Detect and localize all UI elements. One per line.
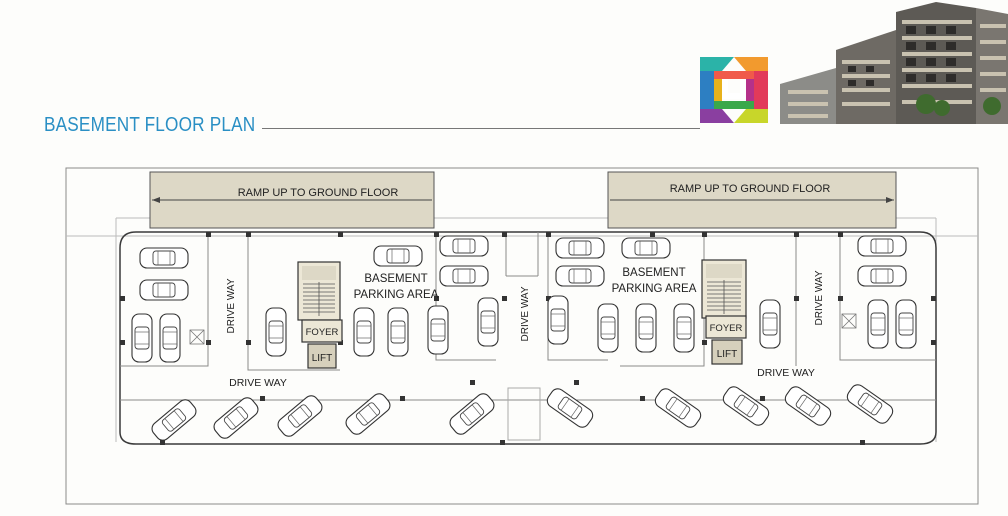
drive-way-label-2: DRIVE WAY xyxy=(520,286,531,341)
car-icon xyxy=(159,313,181,363)
car-icon xyxy=(449,393,495,435)
foyer-label-right: FOYER xyxy=(710,323,743,334)
core-left: FOYER LIFT xyxy=(297,261,343,369)
parking-area-right-line1: BASEMENT xyxy=(622,267,685,279)
lift-label-left: LIFT xyxy=(312,353,333,364)
car-icon xyxy=(387,307,409,357)
car-icon xyxy=(759,299,781,349)
drive-way-label-3: DRIVE WAY xyxy=(814,270,825,325)
car-icon xyxy=(784,386,832,426)
car-icon xyxy=(857,265,907,287)
car-icon xyxy=(131,313,153,363)
building-image xyxy=(776,0,1008,124)
parking-area-right-line2: PARKING AREA xyxy=(612,283,697,295)
car-icon xyxy=(427,305,449,355)
foyer-label-left: FOYER xyxy=(306,327,339,338)
car-icon xyxy=(139,279,189,301)
ramp-right-label: RAMP UP TO GROUND FLOOR xyxy=(670,183,831,195)
car-icon xyxy=(546,388,594,428)
car-icon xyxy=(265,307,287,357)
ramp-left-label: RAMP UP TO GROUND FLOOR xyxy=(238,187,399,199)
car-icon xyxy=(345,393,391,435)
car-icon xyxy=(673,303,695,353)
parking-area-left-line1: BASEMENT xyxy=(364,273,427,285)
car-icon xyxy=(139,247,189,269)
car-icon xyxy=(895,299,917,349)
car-icon xyxy=(439,265,489,287)
car-icon xyxy=(654,388,702,428)
car-icon xyxy=(635,303,657,353)
car-icon xyxy=(867,299,889,349)
car-icon xyxy=(439,235,489,257)
cars-layer xyxy=(131,235,917,441)
car-icon xyxy=(846,384,894,424)
car-icon xyxy=(621,237,671,259)
car-icon xyxy=(477,297,499,347)
car-icon xyxy=(277,395,323,437)
car-icon xyxy=(547,295,569,345)
car-icon xyxy=(373,245,423,267)
lift-label-right: LIFT xyxy=(717,349,738,360)
parking-area-left-line2: PARKING AREA xyxy=(354,289,439,301)
car-icon xyxy=(555,265,605,287)
logo-icon xyxy=(700,57,768,123)
drive-way-label-5: DRIVE WAY xyxy=(757,367,815,379)
core-right: FOYER LIFT xyxy=(701,259,747,365)
car-icon xyxy=(722,386,770,426)
car-icon xyxy=(597,303,619,353)
car-icon xyxy=(151,399,197,441)
car-icon xyxy=(555,237,605,259)
car-icon xyxy=(353,307,375,357)
page-title: BASEMENT FLOOR PLAN xyxy=(44,114,256,136)
drive-way-label-1: DRIVE WAY xyxy=(226,278,237,333)
car-icon xyxy=(857,235,907,257)
title-underline xyxy=(262,128,700,129)
basement-slab xyxy=(119,231,937,445)
car-icon xyxy=(213,397,259,439)
drive-way-label-4: DRIVE WAY xyxy=(229,377,287,389)
plot-boundary xyxy=(65,167,979,505)
